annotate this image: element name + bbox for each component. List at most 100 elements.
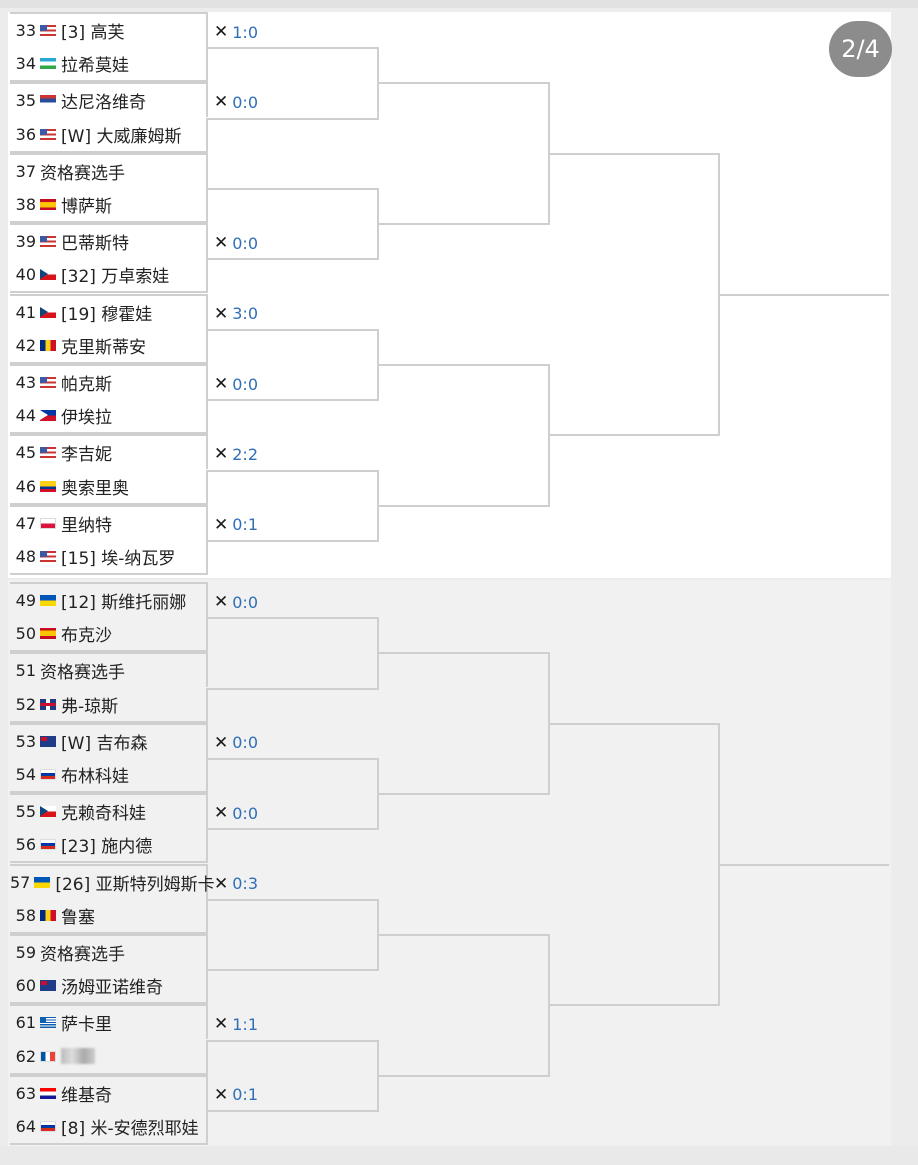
crossed-rackets-icon: ✕ xyxy=(214,92,229,113)
player-name: 布克沙 xyxy=(61,626,112,647)
page-indicator-badge[interactable]: 2/4 xyxy=(829,21,892,77)
bracket-line xyxy=(208,1110,378,1112)
match-score-55-56[interactable]: ✕0:0 xyxy=(214,803,258,823)
bracket-line xyxy=(378,934,549,936)
match-score-33-34[interactable]: ✕1:0 xyxy=(214,22,258,42)
flag-cz-icon xyxy=(40,306,56,318)
bracket-line xyxy=(208,399,378,402)
bracket-line xyxy=(208,328,378,331)
flag-pl-icon xyxy=(40,517,56,529)
player-name: 资格赛选手 xyxy=(40,163,125,184)
seed-number: 41 xyxy=(15,302,36,322)
score-value: 1:1 xyxy=(232,1014,258,1034)
seed-number: 52 xyxy=(15,694,36,714)
score-value: 3:0 xyxy=(232,304,258,324)
flag-rs-icon xyxy=(40,95,56,107)
match-score-45-46[interactable]: ✕2:2 xyxy=(214,444,258,464)
player-slot-36[interactable]: 36[W] 大威廉姆斯 xyxy=(10,117,208,153)
score-value: 2:2 xyxy=(232,444,258,464)
seed-number: 59 xyxy=(15,943,36,962)
player-slot-53[interactable]: 53[W] 吉布森 xyxy=(10,722,208,758)
seed-number: 50 xyxy=(15,624,36,644)
player-name: 克赖奇科娃 xyxy=(61,804,146,825)
seed-number: 35 xyxy=(15,91,36,111)
player-slot-33[interactable]: 33[3] 高芙 xyxy=(10,12,208,47)
bottom-gap xyxy=(0,1146,918,1165)
flag-ro-icon xyxy=(40,909,56,921)
flag-au-icon xyxy=(40,735,56,747)
seed-number: 64 xyxy=(15,1117,36,1136)
player-name: 汤姆亚诺维奇 xyxy=(61,978,163,999)
crossed-rackets-icon: ✕ xyxy=(214,374,229,394)
player-slot-41[interactable]: 41 [19] 穆霍娃 xyxy=(10,293,208,329)
bracket-line xyxy=(719,863,889,866)
seed-number: 55 xyxy=(15,802,36,822)
match-score-35-36[interactable]: ✕0:0 xyxy=(214,92,258,112)
player-slot-64[interactable]: 64 [8] 米-安德烈耶娃 xyxy=(10,1110,208,1145)
flag-au-icon xyxy=(40,980,56,992)
seed-number: 43 xyxy=(15,373,36,392)
bracket-line xyxy=(549,722,719,725)
crossed-rackets-icon: ✕ xyxy=(214,873,229,894)
player-slot-49[interactable]: 49[12] 斯维托丽娜 xyxy=(10,582,208,617)
seed-number: 42 xyxy=(15,335,36,355)
match-score-61-62[interactable]: ✕1:1 xyxy=(214,1014,258,1034)
seed-number: 46 xyxy=(15,476,36,496)
seed-number: 47 xyxy=(15,513,36,533)
flag-gr-icon xyxy=(40,1017,56,1029)
player-name: [8] 米-安德烈耶娃 xyxy=(61,1119,199,1139)
player-slot-50[interactable]: 50 布克沙 xyxy=(10,617,208,653)
seed-number: 58 xyxy=(15,905,36,925)
player-name: 巴蒂斯特 xyxy=(61,234,129,255)
player-slot-56[interactable]: 56[23] 施内德 xyxy=(10,828,208,864)
bracket-line xyxy=(208,469,378,472)
match-score-63-64[interactable]: ✕0:1 xyxy=(214,1085,258,1105)
player-slot-62[interactable]: 62 xyxy=(10,1039,208,1075)
player-name: 拉希莫娃 xyxy=(61,56,129,77)
match-score-49-50[interactable]: ✕0:0 xyxy=(214,592,258,612)
match-score-53-54[interactable]: ✕0:0 xyxy=(214,733,258,753)
bracket-line xyxy=(208,828,378,831)
match-score-41-42[interactable]: ✕3:0 xyxy=(214,304,258,324)
match-score-47-48[interactable]: ✕0:1 xyxy=(214,515,258,535)
player-slot-48[interactable]: 48[15] 埃-纳瓦罗 xyxy=(10,540,208,575)
crossed-rackets-icon: ✕ xyxy=(214,803,229,824)
player-name: [32] 万卓索娃 xyxy=(61,267,170,288)
player-name: [19] 穆霍娃 xyxy=(61,304,153,325)
bracket-line xyxy=(378,793,549,796)
seed-number: 51 xyxy=(15,661,36,681)
crossed-rackets-icon: ✕ xyxy=(214,732,229,753)
bracket-line xyxy=(208,540,378,542)
match-score-57-58[interactable]: ✕0:3 xyxy=(214,874,258,894)
player-slot-55[interactable]: 55 克赖奇科娃 xyxy=(10,793,208,829)
flag-ua-icon xyxy=(40,595,56,606)
match-score-43-44[interactable]: ✕0:0 xyxy=(214,374,258,394)
player-slot-57[interactable]: 57[26] 亚斯特列姆斯卡 xyxy=(10,863,215,899)
bracket-line xyxy=(208,969,378,972)
player-slot-40[interactable]: 40[32] 万卓索娃 xyxy=(10,258,208,294)
flag-cz-icon xyxy=(40,806,56,818)
player-name: [15] 埃-纳瓦罗 xyxy=(61,549,176,569)
crossed-rackets-icon: ✕ xyxy=(214,514,229,535)
match-score-39-40[interactable]: ✕0:0 xyxy=(214,233,258,253)
crossed-rackets-icon: ✕ xyxy=(214,1084,229,1105)
